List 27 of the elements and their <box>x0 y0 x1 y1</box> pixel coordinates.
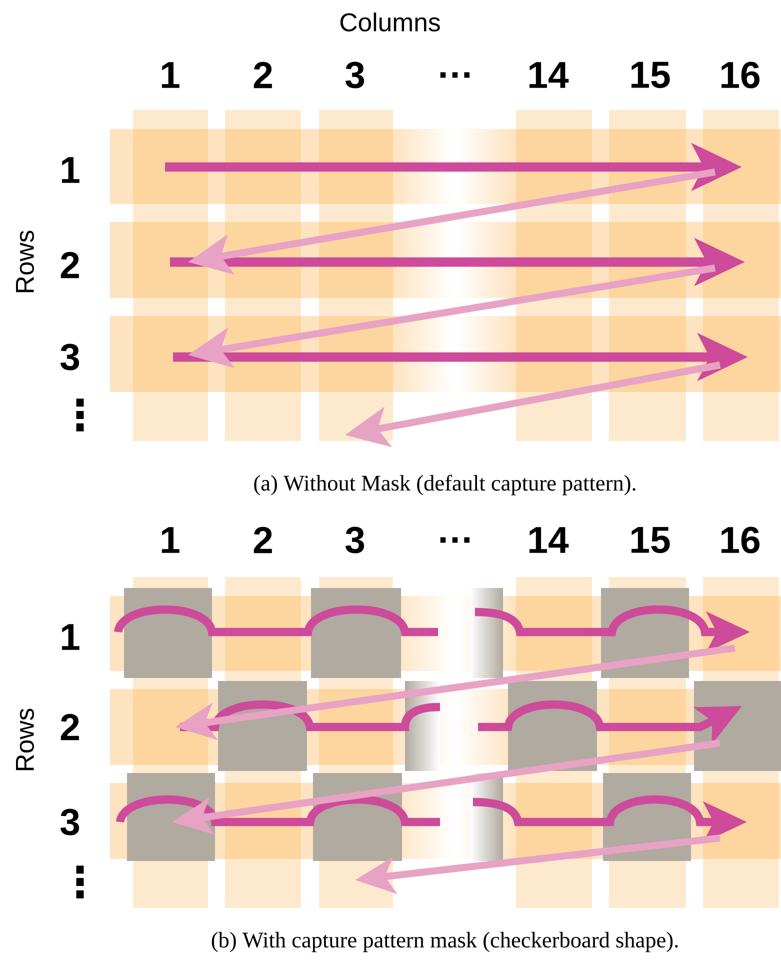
axis-title: Columns <box>340 12 440 32</box>
axis-title: Rows <box>16 708 34 770</box>
column-number: 1 <box>162 527 180 553</box>
row-number: 2 <box>60 714 79 740</box>
vertical-ellipsis: ⋮ <box>76 398 84 432</box>
column-number: 3 <box>345 62 364 88</box>
column-number: 3 <box>345 526 364 554</box>
column-number: 2 <box>254 62 272 88</box>
column-number: 2 <box>254 526 272 554</box>
column-number: 15 <box>632 526 670 554</box>
subfigure-caption: (a) Without Mask (default capture pattern). <box>254 474 636 496</box>
column-number: 14 <box>530 527 569 553</box>
row-number: 2 <box>60 252 79 278</box>
ellipsis: … <box>440 72 470 78</box>
column-number: 15 <box>632 62 670 88</box>
axis-title: Rows <box>16 230 34 292</box>
subfigure-caption: (b) With capture pattern mask (checkerboard shape). <box>212 932 678 952</box>
column-number: 1 <box>162 62 180 88</box>
ellipsis: … <box>440 537 470 543</box>
row-number: 3 <box>60 808 80 836</box>
row-number: 1 <box>62 624 80 650</box>
row-number: 1 <box>62 157 80 183</box>
column-number: 16 <box>722 62 760 88</box>
row-number: 3 <box>60 344 80 370</box>
column-number: 14 <box>530 62 569 88</box>
column-number: 16 <box>722 526 760 554</box>
vertical-ellipsis: ⋮ <box>76 866 84 898</box>
